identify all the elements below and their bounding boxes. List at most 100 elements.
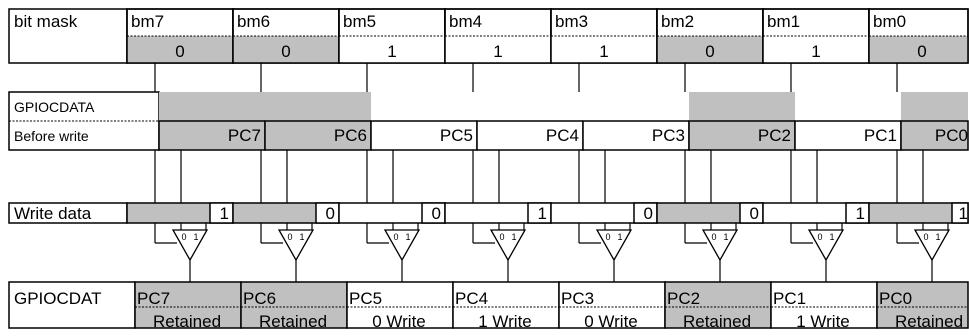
multiplexer-shape: [489, 229, 527, 262]
multiplexer-input-0: 0: [181, 232, 186, 242]
result-cell-fill: [559, 282, 665, 328]
bit-mask-name: bm3: [555, 12, 588, 31]
bit-mask-name: bm2: [661, 12, 694, 31]
before-write-pin: PC4: [546, 126, 579, 145]
write-data-bit: 0: [432, 204, 441, 223]
before-write-cell: [900, 120, 969, 151]
before-write-pin: PC2: [758, 126, 791, 145]
result-pin: PC2: [667, 289, 700, 308]
result-cell-fill: [347, 282, 453, 328]
write-data-bit: 1: [959, 204, 968, 223]
result-status: Retained: [153, 312, 221, 331]
multiplexer-input-0: 0: [711, 232, 716, 242]
connection-wires: [154, 63, 949, 282]
multiplexer-input-1: 1: [299, 232, 304, 242]
before-write-pin: PC6: [334, 126, 367, 145]
result-pin: PC4: [455, 289, 488, 308]
bit-mask-name: bm7: [131, 12, 164, 31]
bit-mask-value-fill: [551, 36, 657, 63]
write-data-bit-box: [951, 202, 969, 224]
multiplexer-shape: [277, 229, 315, 262]
gpiocdat-label: GPIOCDAT: [14, 289, 102, 308]
bit-mask-value-fill: [445, 36, 551, 63]
write-data-bit: 1: [856, 204, 865, 223]
multiplexer-input-0: 0: [605, 232, 610, 242]
bit-mask-row: bit mask bm70bm60bm51bm41bm31bm20bm11bm0…: [8, 8, 969, 64]
result-status: 1 Write: [478, 312, 532, 331]
multiplexer-shape: [171, 229, 209, 262]
multiplexer-input-1: 1: [617, 232, 622, 242]
write-data-label: Write data: [14, 204, 92, 223]
bit-mask-value-fill: [127, 36, 233, 63]
write-data-bit: 0: [326, 204, 335, 223]
result-cell-fill: [665, 282, 771, 328]
bit-mask-name: bm4: [449, 12, 482, 31]
gpiocdata-label: GPIOCDATA: [14, 99, 95, 115]
write-data-bit: 1: [538, 204, 547, 223]
multiplexer-shape: [701, 229, 739, 262]
multiplexer-shape: [595, 229, 633, 262]
result-pin: PC6: [243, 289, 276, 308]
multiplexer-input-1: 1: [935, 232, 940, 242]
result-pin: PC3: [561, 289, 594, 308]
result-status: Retained: [259, 312, 327, 331]
bit-mask-value: 0: [705, 42, 714, 61]
bit-mask-value: 0: [175, 42, 184, 61]
multiplexer-input-1: 1: [405, 232, 410, 242]
before-write-pin: PC3: [652, 126, 685, 145]
multiplexer-input-1: 1: [193, 232, 198, 242]
before-write-pin: PC1: [864, 126, 897, 145]
result-cell-fill: [241, 282, 347, 328]
multiplexer-input-1: 1: [723, 232, 728, 242]
result-pin: PC1: [773, 289, 806, 308]
multiplexer-shape: [807, 229, 845, 262]
bit-mask-value: 1: [599, 42, 608, 61]
write-data-cells: 1 0 0 1 0 0 1 1: [126, 202, 969, 224]
bit-mask-label-cell: [8, 8, 128, 64]
write-data-bit: 1: [220, 204, 229, 223]
result-pin: PC7: [137, 289, 170, 308]
result-cell-fill: [453, 282, 559, 328]
multiplexer-input-0: 0: [287, 232, 292, 242]
result-status: 1 Write: [796, 312, 850, 331]
bit-mask-name: bm1: [767, 12, 800, 31]
result-status: Retained: [683, 312, 751, 331]
bit-mask-value: 0: [917, 42, 926, 61]
bit-mask-value-fill: [657, 36, 763, 63]
multiplexer-input-0: 0: [923, 232, 928, 242]
result-cell-fill: [877, 282, 968, 328]
result-status: 0 Write: [372, 312, 426, 331]
multiplexer-input-1: 1: [511, 232, 516, 242]
bit-mask-value-fill: [763, 36, 869, 63]
write-data-bit: 0: [644, 204, 653, 223]
multiplexer-input-0: 0: [817, 232, 822, 242]
result-status: 0 Write: [584, 312, 638, 331]
result-label-cell: [8, 281, 136, 329]
bit-mask-value: 1: [493, 42, 502, 61]
bit-mask-label: bit mask: [14, 12, 78, 31]
write-data-row: Write data 1 0 0 1 0 0 1 1: [8, 202, 969, 224]
bit-mask-name: bm5: [343, 12, 376, 31]
multiplexer-input-1: 1: [829, 232, 834, 242]
multiplexer-shape: [383, 229, 421, 262]
before-write-pin: PC7: [228, 126, 261, 145]
multiplexer-input-0: 0: [499, 232, 504, 242]
bit-mask-value: 1: [387, 42, 396, 61]
bit-mask-name: bm0: [873, 12, 906, 31]
result-pin: PC0: [879, 289, 912, 308]
before-write-pin: PC5: [440, 126, 473, 145]
write-data-bit: 0: [750, 204, 759, 223]
bit-mask-name: bm6: [237, 12, 270, 31]
